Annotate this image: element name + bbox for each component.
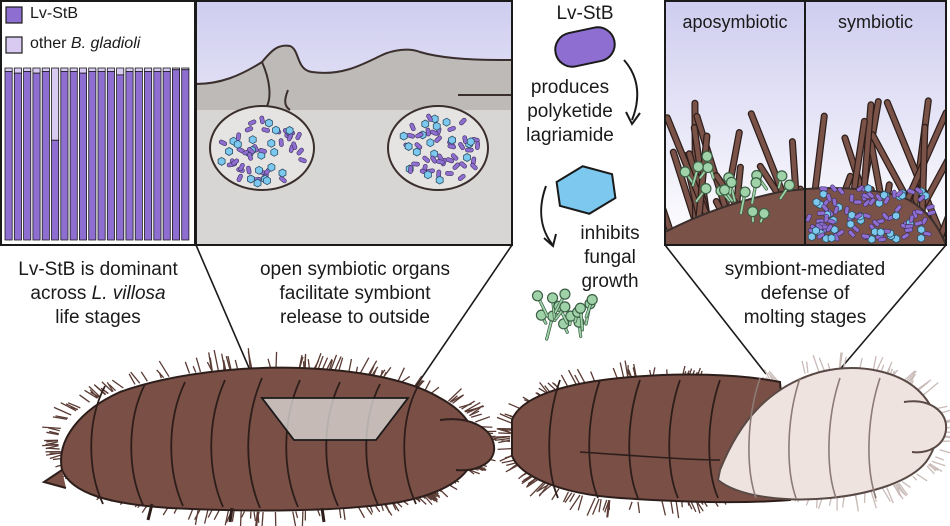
panel-b-caption-line2: facilitate symbiont — [279, 283, 431, 304]
bar-other-14 — [134, 67, 143, 72]
larva-left — [41, 348, 497, 526]
bar-lvstb-11 — [106, 71, 115, 241]
panel-b-caption: open symbiotic organs facilitate symbion… — [210, 258, 500, 330]
panel-b — [195, 0, 513, 246]
larva-left-body — [60, 366, 477, 512]
inhibits-line1: inhibits — [580, 223, 640, 244]
bar-lvstb-2 — [23, 71, 32, 241]
fungal-hyphae — [679, 150, 796, 224]
panel-d-caption-line2: defense of — [760, 283, 850, 304]
panel-a-caption-line2: across L. villosa — [0, 282, 196, 306]
bar-other-10 — [97, 67, 106, 72]
bar-lvstb-19 — [181, 69, 190, 241]
legend-label-lvstb: Lv-StB — [30, 5, 79, 22]
produces-line3: lagriamide — [526, 125, 614, 146]
header-symbiotic: symbiotic — [837, 12, 913, 32]
larva-right-head — [903, 400, 948, 454]
legend-label-other: other B. gladioli — [30, 35, 140, 53]
bar-other-9 — [88, 67, 97, 72]
panel-d-caption-line1: symbiont-mediated — [724, 259, 886, 280]
bar-lvstb-17 — [162, 71, 171, 241]
bar-other-3 — [32, 67, 41, 74]
panel-d-caption: symbiont-mediated defense of molting sta… — [680, 258, 930, 330]
bar-other-1 — [13, 67, 22, 74]
legend-swatch-other — [5, 36, 23, 54]
bar-lvstb-1 — [13, 72, 22, 241]
organ-symbionts — [217, 113, 481, 188]
bar-other-16 — [153, 67, 162, 72]
panel-b-frame — [195, 0, 513, 246]
bar-chart — [4, 67, 190, 241]
arrow-produces — [623, 59, 639, 121]
panel-d-frame — [664, 0, 947, 246]
bar-lvstb-13 — [125, 71, 134, 241]
produces-line1: produces — [530, 77, 610, 98]
panel-c-title: Lv-StB — [556, 3, 614, 24]
bar-other-11 — [106, 67, 115, 72]
panel-d — [664, 0, 947, 246]
panel-a-caption: Lv-StB is dominant across L. villosa lif… — [0, 258, 196, 330]
bar-other-5 — [51, 67, 60, 141]
panel-b-caption-line3: release to outside — [280, 307, 430, 328]
fungus-icon — [531, 288, 598, 341]
inhibits-line3: growth — [581, 271, 639, 292]
bar-other-0 — [4, 67, 13, 72]
bar-lvstb-9 — [88, 71, 97, 241]
panel-a-caption-line3: life stages — [55, 307, 141, 328]
bar-other-6 — [60, 67, 69, 72]
surface-symbionts — [805, 184, 936, 244]
bar-lvstb-4 — [41, 71, 50, 241]
bar-lvstb-15 — [144, 71, 153, 241]
bar-other-17 — [162, 67, 171, 72]
larva-left-head — [439, 418, 496, 472]
panel-b-caption-line1: open symbiotic organs — [259, 259, 451, 280]
panel-c — [531, 26, 641, 341]
panel-a-caption-across: across — [30, 283, 92, 304]
panel-a-caption-line1: Lv-StB is dominant — [18, 259, 178, 280]
legend-label-other-species: B. gladioli — [70, 35, 141, 52]
hexagon-molecule-icon — [555, 165, 617, 215]
panel-c-produces: produces polyketide lagriamide — [510, 76, 630, 148]
bar-lvstb-18 — [171, 69, 180, 241]
bar-other-7 — [69, 67, 78, 72]
larva-right — [491, 352, 950, 519]
bar-lvstb-7 — [69, 71, 78, 241]
bar-lvstb-0 — [4, 71, 13, 241]
header-aposymbiotic: aposymbiotic — [682, 12, 788, 32]
panel-a — [0, 0, 196, 246]
panel-d-caption-line3: molting stages — [743, 307, 867, 328]
produces-line2: polyketide — [527, 101, 613, 122]
bar-other-13 — [125, 67, 134, 72]
bar-other-15 — [144, 67, 153, 72]
bar-lvstb-12 — [116, 74, 125, 241]
bar-lvstb-3 — [32, 72, 41, 241]
legend-label-other-text: other — [30, 35, 71, 52]
bar-lvstb-16 — [153, 71, 162, 241]
bacterium-icon — [554, 26, 616, 68]
bar-other-8 — [79, 67, 88, 74]
inhibits-line2: fungal — [584, 247, 636, 268]
bar-other-12 — [116, 67, 125, 76]
arrow-inhibits — [540, 185, 553, 245]
bar-other-2 — [23, 67, 32, 72]
legend-swatch-lvstb — [5, 6, 23, 24]
bar-lvstb-10 — [97, 71, 106, 241]
bar-lvstb-5 — [51, 139, 60, 241]
bar-lvstb-8 — [79, 72, 88, 241]
bar-lvstb-14 — [134, 71, 143, 241]
panel-a-caption-species: L. villosa — [91, 283, 166, 304]
bar-other-4 — [41, 67, 50, 72]
bar-lvstb-6 — [60, 71, 69, 241]
panel-c-inhibits: inhibits fungal growth — [560, 222, 660, 294]
zoom-window-left — [260, 397, 410, 441]
